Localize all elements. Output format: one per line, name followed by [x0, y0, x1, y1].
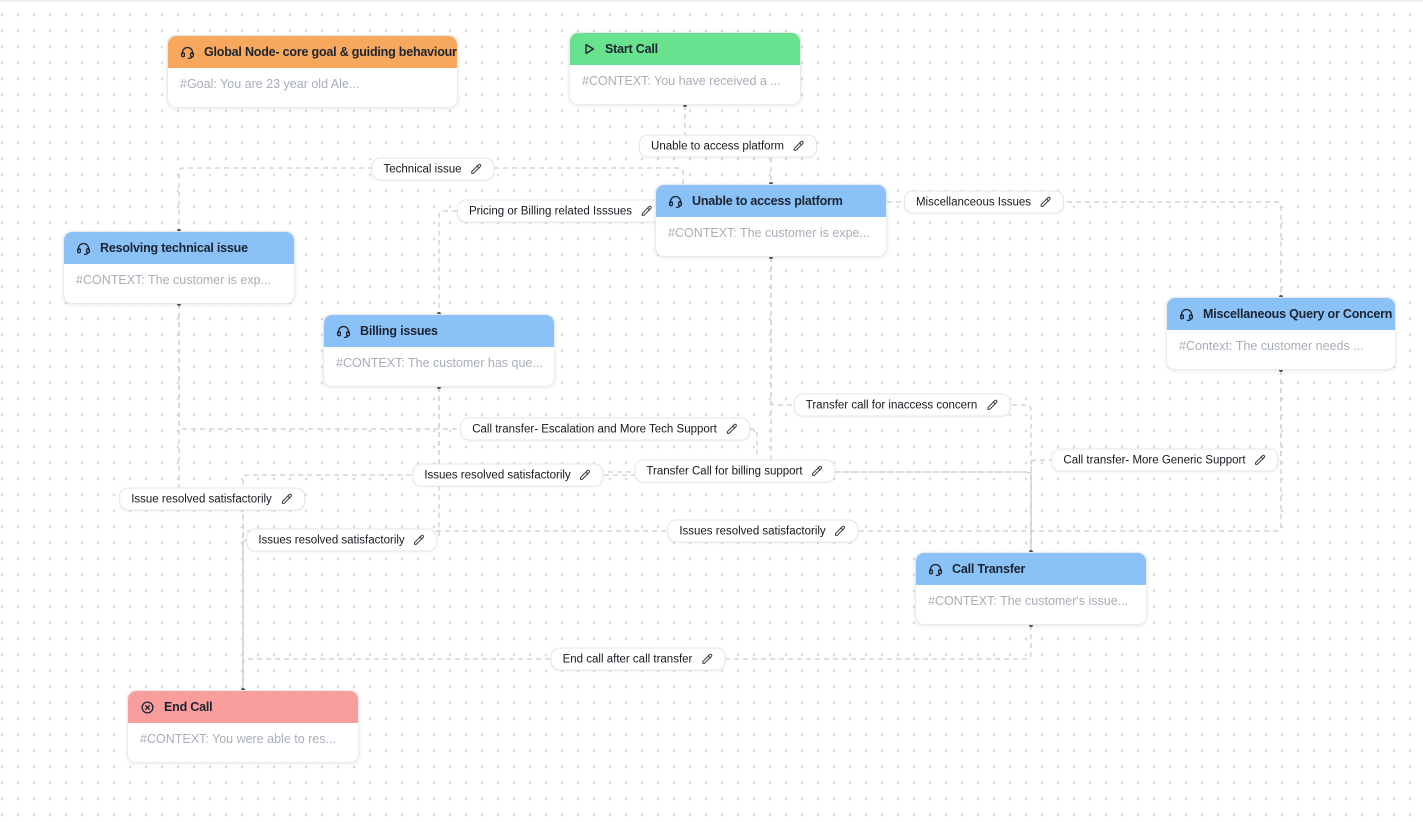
- node-context-preview: #CONTEXT: The customer is exp...: [64, 264, 294, 296]
- node-title: Resolving technical issue: [100, 241, 248, 255]
- play-icon: [582, 42, 596, 56]
- node-context-preview: #Goal: You are 23 year old Ale...: [168, 68, 457, 100]
- node-header[interactable]: Global Node- core goal & guiding behavio…: [168, 36, 457, 68]
- edit-icon[interactable]: [725, 423, 738, 436]
- edge-label[interactable]: Issues resolved satisfactorily: [246, 528, 438, 552]
- edge-label-text: Transfer call for inaccess concern: [805, 399, 978, 411]
- edit-icon[interactable]: [280, 493, 293, 506]
- node-header[interactable]: Start Call: [570, 33, 800, 65]
- edit-icon[interactable]: [811, 465, 824, 478]
- node-unable-to-access-platform[interactable]: Unable to access platform #CONTEXT: The c…: [655, 184, 887, 257]
- edge-label[interactable]: Miscellanceous Issues: [903, 190, 1065, 214]
- headset-icon: [76, 241, 91, 256]
- node-title: Call Transfer: [952, 562, 1026, 576]
- edit-icon[interactable]: [579, 469, 592, 482]
- edge-label-text: Transfer Call for billing support: [646, 465, 803, 477]
- node-context-preview: #CONTEXT: The customer's issue...: [916, 585, 1146, 617]
- node-end-call[interactable]: End Call #CONTEXT: You were able to res..…: [127, 690, 359, 763]
- edge-label-text: Call transfer- More Generic Support: [1063, 454, 1246, 466]
- edge-label-text: Unable to access platform: [651, 140, 784, 152]
- edit-icon[interactable]: [1039, 196, 1052, 209]
- headset-icon: [928, 562, 943, 577]
- node-header[interactable]: Resolving technical issue: [64, 232, 294, 264]
- node-header[interactable]: Miscellaneous Query or Concern: [1167, 298, 1395, 330]
- node-context-preview: #CONTEXT: The customer is expe...: [656, 217, 886, 249]
- node-title: Start Call: [605, 42, 658, 56]
- node-resolving-technical-issue[interactable]: Resolving technical issue #CONTEXT: The c…: [63, 231, 295, 304]
- edge-label[interactable]: Issues resolved satisfactorily: [412, 463, 604, 487]
- edge-label[interactable]: Transfer Call for billing support: [634, 459, 836, 483]
- edit-icon[interactable]: [413, 534, 426, 547]
- edge-label[interactable]: End call after call transfer: [550, 647, 726, 671]
- headset-icon: [668, 194, 683, 209]
- edit-icon[interactable]: [469, 163, 482, 176]
- node-title: End Call: [164, 700, 213, 714]
- end-circle-icon: [140, 700, 155, 715]
- edge-label[interactable]: Technical issue: [371, 157, 495, 181]
- edge-label-text: Issues resolved satisfactorily: [424, 469, 571, 481]
- edge-label-text: Call transfer- Escalation and More Tech …: [472, 423, 717, 435]
- edge-label[interactable]: Issue resolved satisfactorily: [119, 487, 305, 511]
- node-header[interactable]: End Call: [128, 691, 358, 723]
- edge-label-text: Miscellanceous Issues: [915, 196, 1032, 208]
- edge-label-text: Issues resolved satisfactorily: [258, 534, 405, 546]
- edge-label[interactable]: Transfer call for inaccess concern: [793, 393, 1011, 417]
- edit-icon[interactable]: [985, 399, 998, 412]
- node-context-preview: #Context: The customer needs ...: [1167, 330, 1395, 362]
- headset-icon: [180, 45, 195, 60]
- node-title: Global Node- core goal & guiding behavio…: [204, 45, 457, 59]
- node-header[interactable]: Unable to access platform: [656, 185, 886, 217]
- node-miscellaneous-query-or-concern[interactable]: Miscellaneous Query or Concern #Context: …: [1166, 297, 1396, 370]
- edit-icon[interactable]: [792, 140, 805, 153]
- edge-label[interactable]: Call transfer- Escalation and More Tech …: [460, 417, 750, 441]
- node-billing-issues[interactable]: Billing issues #CONTEXT: The customer has…: [323, 314, 555, 387]
- edge-unable-to-access-platform-to-billing-issues[interactable]: [438, 210, 655, 314]
- node-title: Unable to access platform: [692, 194, 843, 208]
- edge-label[interactable]: Unable to access platform: [639, 134, 817, 158]
- edge-label-text: Issues resolved satisfactorily: [679, 525, 826, 537]
- edge-label[interactable]: Call transfer- More Generic Support: [1051, 448, 1279, 472]
- edge-label-text: Technical issue: [383, 163, 462, 175]
- edit-icon[interactable]: [640, 205, 653, 218]
- edge-label[interactable]: Issues resolved satisfactorily: [667, 519, 859, 543]
- headset-icon: [1179, 307, 1194, 322]
- edit-icon[interactable]: [700, 653, 713, 666]
- node-context-preview: #CONTEXT: You have received a ...: [570, 65, 800, 97]
- node-title: Miscellaneous Query or Concern: [1203, 307, 1393, 321]
- edit-icon[interactable]: [1254, 454, 1267, 467]
- node-context-preview: #CONTEXT: The customer has que...: [324, 347, 554, 379]
- headset-icon: [336, 324, 351, 339]
- node-context-preview: #CONTEXT: You were able to res...: [128, 723, 358, 755]
- edge-label-text: End call after call transfer: [562, 653, 693, 665]
- edge-label-text: Pricing or Billing related Isssues: [469, 205, 632, 217]
- edge-unable-to-access-platform-to-miscellaneous-query-or-concern[interactable]: [887, 201, 1282, 297]
- node-header[interactable]: Billing issues: [324, 315, 554, 347]
- edge-label[interactable]: Pricing or Billing related Isssues: [457, 199, 665, 223]
- node-global-node[interactable]: Global Node- core goal & guiding behavio…: [167, 35, 458, 108]
- edge-label-text: Issue resolved satisfactorily: [131, 493, 272, 505]
- edit-icon[interactable]: [834, 525, 847, 538]
- edge-resolving-technical-issue-to-call-transfer[interactable]: [178, 304, 1032, 552]
- node-title: Billing issues: [360, 324, 438, 338]
- node-start-call[interactable]: Start Call #CONTEXT: You have received a …: [569, 32, 801, 105]
- node-call-transfer[interactable]: Call Transfer #CONTEXT: The customer's is…: [915, 552, 1147, 625]
- node-header[interactable]: Call Transfer: [916, 553, 1146, 585]
